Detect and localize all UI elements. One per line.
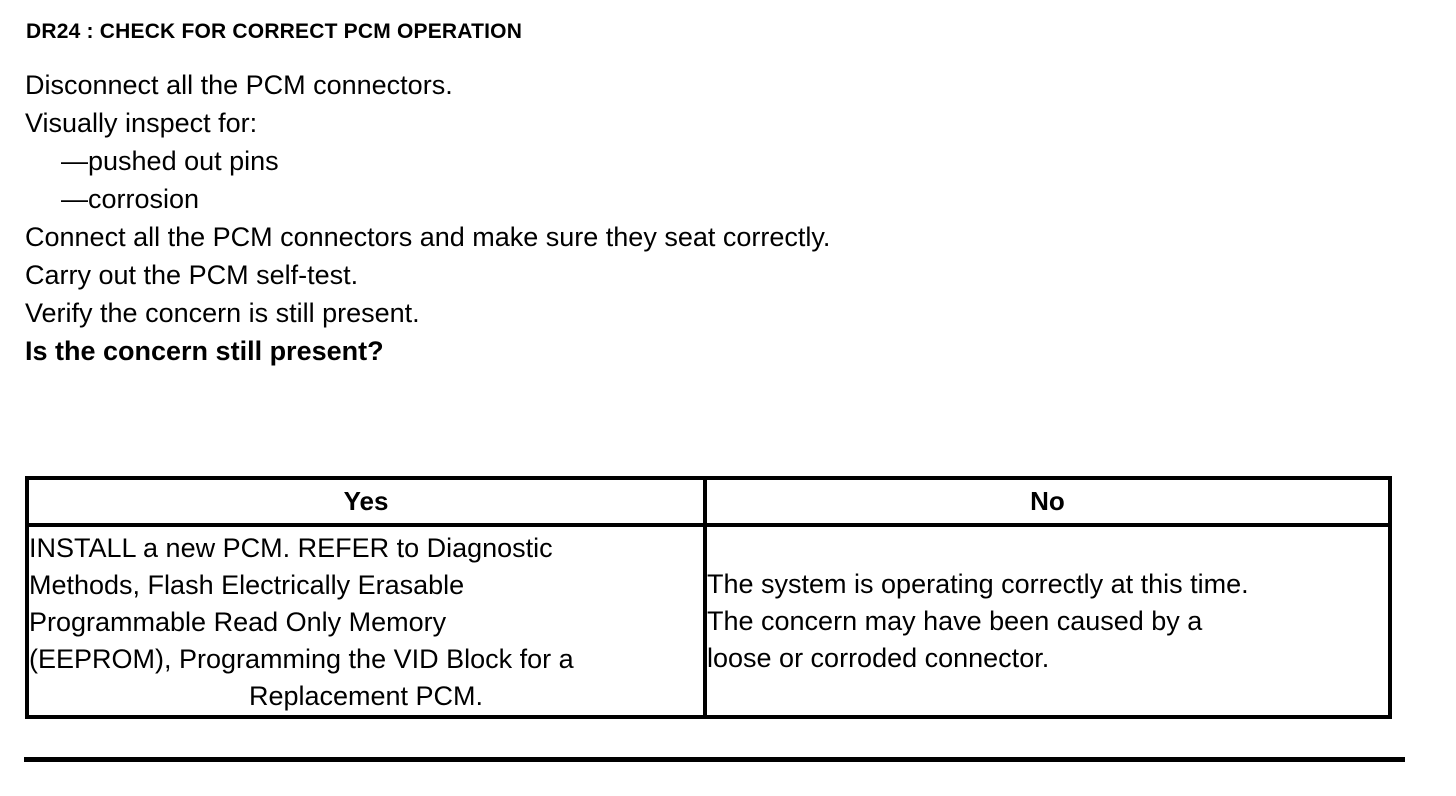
instruction-line: Visually inspect for: <box>25 108 258 138</box>
instruction-line-bullet: —corrosion <box>61 184 200 214</box>
cell-no-line: The concern may have been caused by a <box>707 605 1203 636</box>
column-header-yes: Yes <box>29 480 707 523</box>
cell-no-action: The system is operating correctly at thi… <box>707 527 1388 715</box>
instruction-line-bullet: —pushed out pins <box>61 146 279 176</box>
table-row: INSTALL a new PCM. REFER to Diagnostic M… <box>29 527 1388 715</box>
cell-yes-line: Programmable Read Only Memory <box>29 607 447 637</box>
decision-question: Is the concern still present? <box>25 336 384 366</box>
instruction-line: Disconnect all the PCM connectors. <box>25 70 453 100</box>
cell-yes-text: INSTALL a new PCM. REFER to Diagnostic M… <box>29 527 703 715</box>
instruction-line: Connect all the PCM connectors and make … <box>25 222 831 252</box>
instruction-line: Verify the concern is still present. <box>25 298 420 328</box>
instruction-line: Carry out the PCM self-test. <box>25 260 359 290</box>
page-title: DR24 : CHECK FOR CORRECT PCM OPERATION <box>26 20 523 43</box>
column-header-no: No <box>1030 486 1065 516</box>
cell-yes-line: Methods, Flash Electrically Erasable <box>29 570 465 600</box>
decision-table: Yes No INSTALL a new PCM. REFER to Diagn… <box>25 476 1392 719</box>
cell-no-text: The system is operating correctly at thi… <box>707 566 1388 677</box>
cell-no-line: loose or corroded connector. <box>707 642 1050 673</box>
cell-yes-line: INSTALL a new PCM. REFER to Diagnostic <box>29 533 553 563</box>
section-divider <box>24 757 1405 762</box>
cell-yes-line-centered: Replacement PCM. <box>248 681 484 711</box>
instruction-list: Disconnect all the PCM connectors. Visua… <box>25 66 1415 370</box>
cell-no-line: The system is operating correctly at thi… <box>707 568 1249 599</box>
cell-yes-line: (EEPROM), Programming the VID Block for … <box>29 644 574 674</box>
cell-yes-action: INSTALL a new PCM. REFER to Diagnostic M… <box>29 527 707 715</box>
table-header-row: Yes No <box>29 480 1388 527</box>
